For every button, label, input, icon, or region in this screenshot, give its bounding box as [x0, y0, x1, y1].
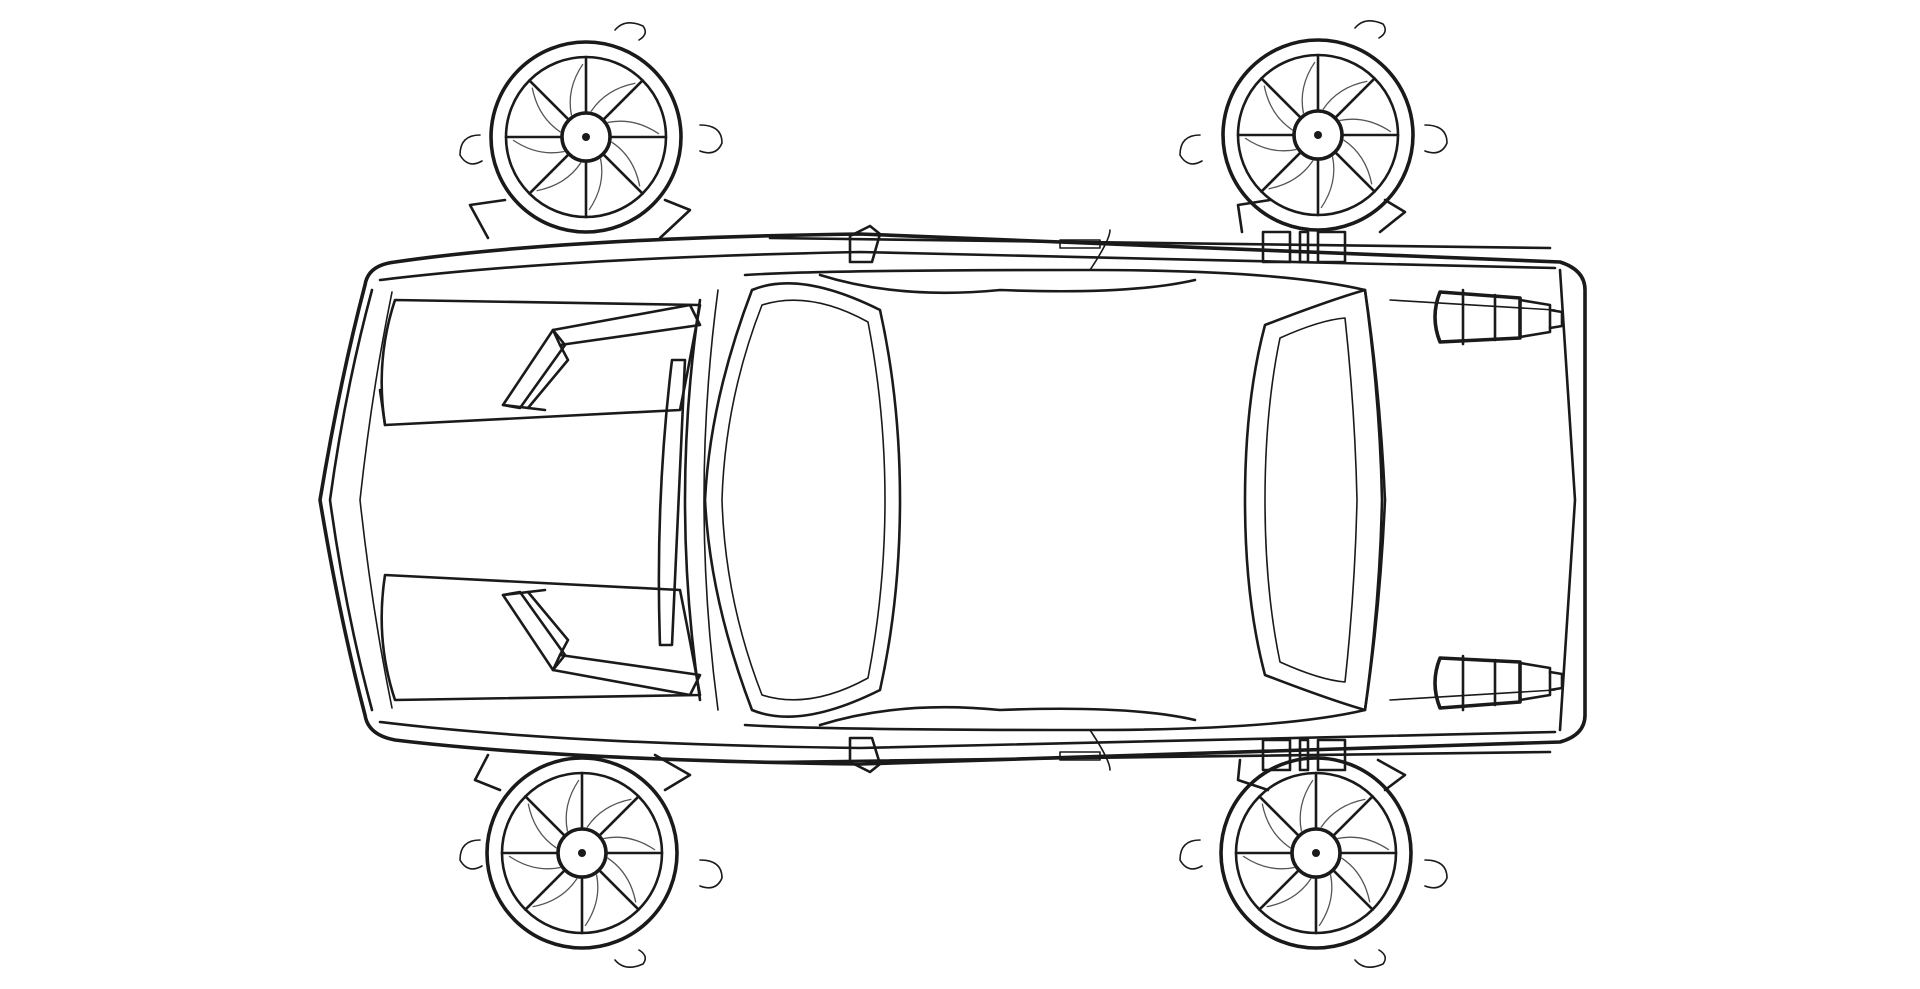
rotor-blade-curve: [603, 836, 656, 851]
rotor-blade-curve: [1299, 779, 1314, 832]
rotor-blade-curve: [1266, 878, 1312, 908]
rotor-front-right: [485, 756, 679, 950]
rotor-blade: [524, 795, 567, 838]
thruster-left: [1433, 288, 1564, 346]
rotor-blade-curve: [569, 63, 584, 116]
rotor-blade: [1331, 868, 1374, 911]
rotor-blade-curve: [1261, 803, 1291, 849]
car-body: [318, 224, 1587, 774]
rotor-blade-curve: [531, 87, 561, 133]
rotor-blade: [1260, 150, 1303, 193]
rotor-front-left: [489, 40, 683, 234]
rear-mount-brackets: [1261, 230, 1347, 772]
rotor-rear-left: [1221, 38, 1415, 232]
rotor-blade-curve: [527, 803, 557, 849]
rotor-outer-ring: [1219, 756, 1413, 950]
rotor-blade-curve: [1343, 139, 1373, 185]
rotor-hub: [560, 111, 612, 163]
rotor-blade-curve: [588, 158, 603, 211]
rotor-hub-dot: [1314, 131, 1322, 139]
rotor-blade: [1260, 77, 1303, 120]
rotor-blade: [1258, 795, 1301, 838]
rotor-clips: [459, 20, 1448, 968]
rotor-blade: [1333, 150, 1376, 193]
rotor-outer-ring: [489, 40, 683, 234]
rotor-blade-curve: [1263, 85, 1293, 131]
rotor-hub-dot: [582, 133, 590, 141]
rotor-blade-curve: [1244, 137, 1297, 152]
rotor-blade-curve: [1301, 61, 1316, 114]
rotor-blade-curve: [586, 798, 632, 828]
rotor-blade: [597, 868, 640, 911]
rotor-blade: [1333, 77, 1376, 120]
rotor-blade: [1331, 795, 1374, 838]
rotor-blade-curve: [1320, 798, 1366, 828]
rotor-hub-dot: [578, 849, 586, 857]
rotor-blade-curve: [611, 141, 641, 187]
thruster-right: [1433, 654, 1564, 712]
rotor-blade-curve: [1320, 156, 1335, 209]
rotor-blade: [601, 79, 644, 122]
rotor-blade-curve: [607, 120, 660, 135]
rotor-blade: [601, 152, 644, 195]
rotor-rear-right: [1219, 756, 1413, 950]
rotor-outer-ring: [1221, 38, 1415, 232]
rotor-blade-curve: [512, 139, 565, 154]
rotor-blade-curve: [1268, 160, 1314, 190]
rotor-blade: [1258, 868, 1301, 911]
rotor-blade: [597, 795, 640, 838]
rotor-blade: [524, 868, 567, 911]
rotor-hub-dot: [1312, 849, 1320, 857]
rotor-hub: [1292, 109, 1344, 161]
rotor-hub: [1290, 827, 1342, 879]
rotor-blade-curve: [1242, 855, 1295, 870]
rotor-blade-curve: [1339, 118, 1392, 133]
rotor-blade-curve: [607, 857, 637, 903]
rotor-mounts: [468, 198, 1407, 792]
rotor-blade-curve: [536, 162, 582, 192]
rotor-outer-ring: [485, 756, 679, 950]
rotor-blade-curve: [508, 855, 561, 870]
rotor-blade-curve: [1337, 836, 1390, 851]
rotor-blade-curve: [532, 878, 578, 908]
rotor-blade-curve: [1341, 857, 1371, 903]
rotor-blade-curve: [1322, 80, 1368, 110]
rotor-blade-curve: [1318, 874, 1333, 927]
rotor-blade: [528, 79, 571, 122]
rotor-hub: [556, 827, 608, 879]
rotor-blade-curve: [565, 779, 580, 832]
rotor-blade-curve: [584, 874, 599, 927]
rotor-blade-curve: [590, 82, 636, 112]
rotor-blade: [528, 152, 571, 195]
